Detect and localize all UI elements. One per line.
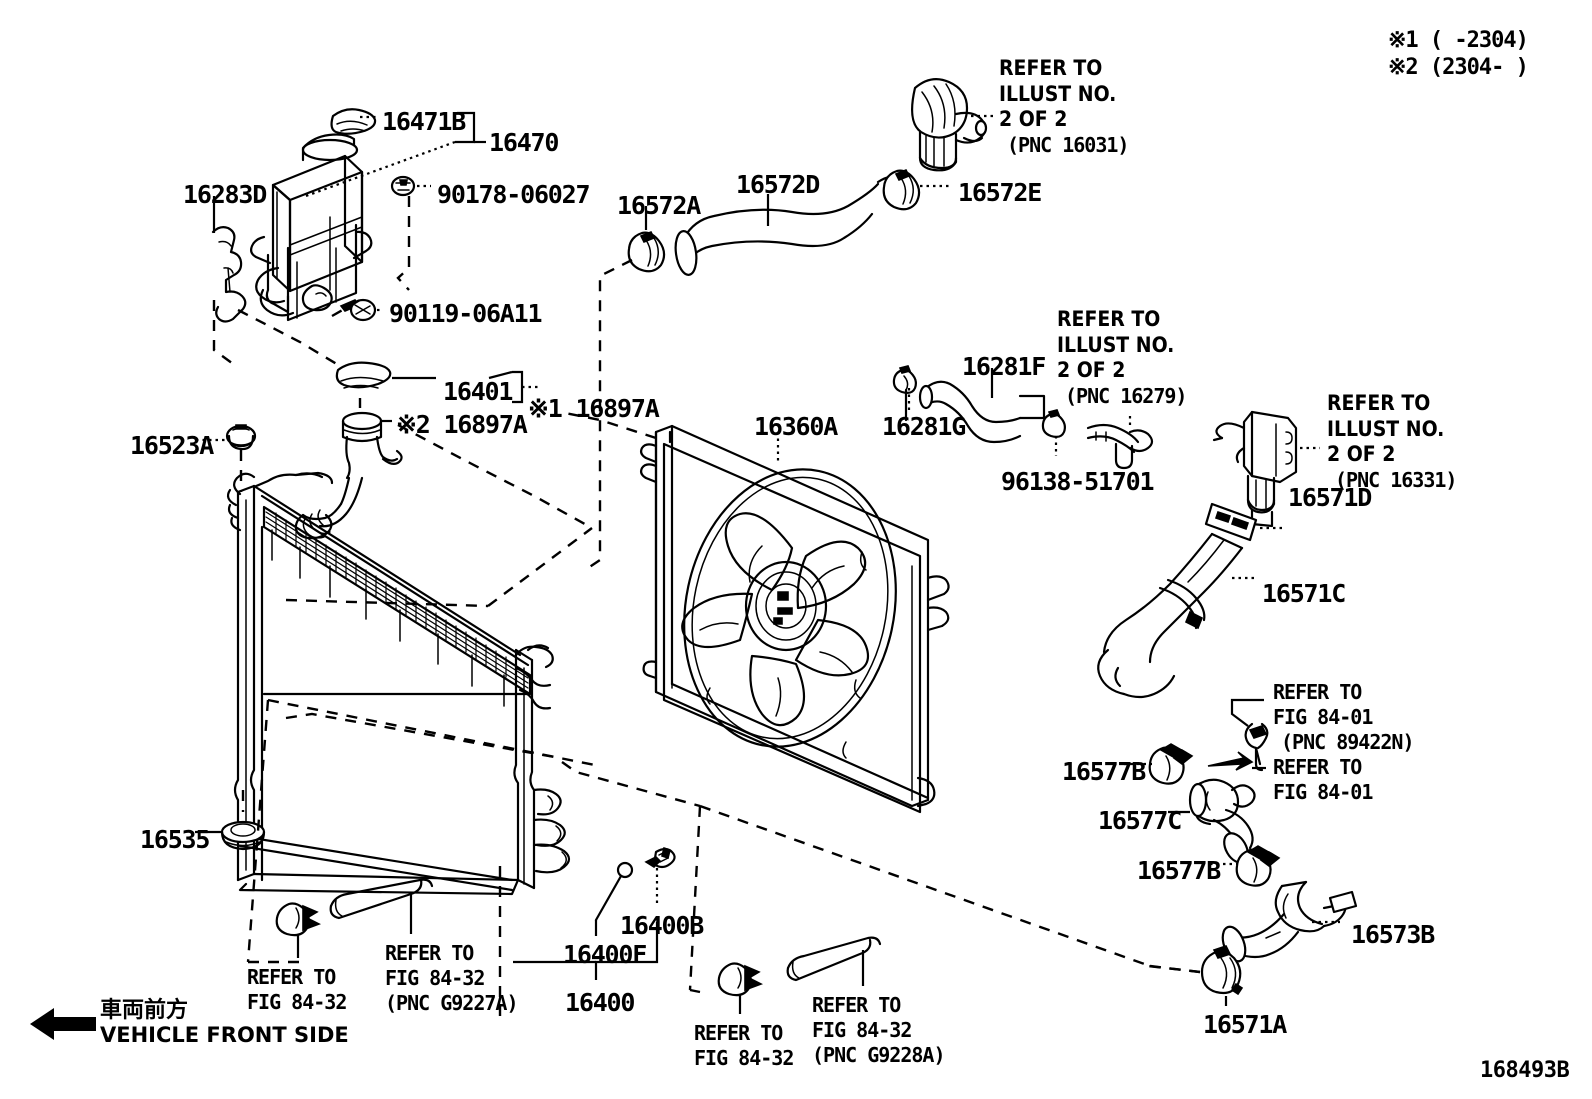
water-inlet-pipe-16577C <box>1188 778 1256 864</box>
reference-fig-84-01-89422N: REFER TO FIG 84-01 (PNC 89422N) <box>1273 680 1414 754</box>
part-label-16535: 16535 <box>140 825 210 854</box>
radiator-cap-art <box>196 361 593 540</box>
reference-fig-84-32-g9228a: REFER TO FIG 84-32 (PNC G9228A) <box>812 993 945 1067</box>
part-label-16400B: 16400B <box>620 911 704 940</box>
ref-line-3: 2 OF 2 <box>1327 442 1396 467</box>
hose-fig8432-g9228a <box>786 936 882 982</box>
reservoir-tank-art <box>211 108 486 374</box>
footnote-1: ※1 ( -2304) <box>1388 28 1529 53</box>
part-label-16400F: 16400F <box>563 940 647 969</box>
vehicle-front-arrow-icon <box>30 1008 96 1040</box>
ref-line-2: FIG 84-01 <box>1273 704 1373 729</box>
part-label-16897A-note2: ※2 16897A <box>396 410 528 439</box>
plug-16523A <box>225 424 257 451</box>
part-label-16572D: 16572D <box>736 170 820 199</box>
part-label-16281F: 16281F <box>962 352 1046 381</box>
part-label-16572E: 16572E <box>958 178 1042 207</box>
ref-line-2: ILLUST NO. <box>999 81 1117 106</box>
water-inlet-assembly-art <box>1097 410 1358 1006</box>
part-label-16897A-note1: ※1 16897A <box>528 394 660 423</box>
ref-line-3: 2 OF 2 <box>1057 358 1126 383</box>
ref-pnc: (PNC 89422N) <box>1281 729 1414 754</box>
footnote-2: ※2 (2304- ) <box>1388 55 1529 80</box>
ref-line-2: FIG 84-32 <box>694 1045 794 1070</box>
figure-id: 168493B <box>1480 1058 1570 1083</box>
reference-block-16031: REFER TO ILLUST NO. 2 OF 2 (PNC 16031) <box>999 56 1129 157</box>
ref-line-1: REFER TO <box>1057 307 1161 331</box>
part-label-90178-06027: 90178-06027 <box>437 180 591 209</box>
vehicle-front-side-note: 車両前方 VEHICLE FRONT SIDE <box>100 998 349 1047</box>
part-label-16577C: 16577C <box>1098 806 1182 835</box>
ref-line-2: ILLUST NO. <box>1327 416 1445 441</box>
bolt-90178 <box>390 175 416 197</box>
reference-fig-84-32-a: REFER TO FIG 84-32 <box>247 965 347 1015</box>
ref-line-2: FIG 84-32 <box>812 1017 912 1042</box>
clip-16400F <box>594 861 634 922</box>
bolt-90119 <box>339 298 377 322</box>
reference-block-16331: REFER TO ILLUST NO. 2 OF 2 (PNC 16331) <box>1327 391 1457 492</box>
part-label-16571D: 16571D <box>1288 483 1372 512</box>
ref-line-1: REFER TO <box>1273 755 1362 779</box>
part-label-16572A: 16572A <box>617 191 701 220</box>
part-label-96138-51701: 96138-51701 <box>1001 467 1155 496</box>
clamp-fig8432-a <box>275 902 321 937</box>
vehicle-front-side-en: VEHICLE FRONT SIDE <box>100 1023 349 1048</box>
ref-line-2: ILLUST NO. <box>1057 332 1175 357</box>
part-label-16571A: 16571A <box>1203 1010 1287 1039</box>
clamp-16577B-upper <box>1148 743 1194 785</box>
reference-fig-84-32-b: REFER TO FIG 84-32 <box>694 1021 794 1071</box>
ref-line-1: REFER TO <box>1273 680 1362 704</box>
part-label-16573B: 16573B <box>1351 920 1435 949</box>
hose-fig8432-g9227a <box>329 878 434 920</box>
ref-pnc: (PNC 16279) <box>1065 383 1187 408</box>
ref-line-1: REFER TO <box>812 993 901 1017</box>
ref-line-1: REFER TO <box>999 56 1103 80</box>
upper-hose-art <box>587 77 993 569</box>
reference-block-16279: REFER TO ILLUST NO. 2 OF 2 (PNC 16279) <box>1057 307 1187 408</box>
ref-line-2: FIG 84-01 <box>1273 779 1373 804</box>
part-label-16523A: 16523A <box>130 431 214 460</box>
fan-shroud-art <box>559 410 950 814</box>
sensor-16400B <box>644 846 676 869</box>
part-label-16401: 16401 <box>443 377 513 406</box>
part-label-16577B-upper: 16577B <box>1062 757 1146 786</box>
clamp-16571A <box>1200 945 1244 996</box>
ref-line-1: REFER TO <box>385 941 474 965</box>
ref-line-1: REFER TO <box>694 1021 783 1045</box>
reference-fig-84-32-g9227a: REFER TO FIG 84-32 (PNC G9227A) <box>385 941 518 1015</box>
ref-pnc: (PNC G9228A) <box>812 1042 945 1067</box>
ref-pnc: (PNC 16331) <box>1335 467 1457 492</box>
water-bypass-hose-art <box>892 365 1154 470</box>
thermostat-housing-16031 <box>910 77 988 172</box>
clamp-16572E <box>882 168 921 211</box>
radiator-core-art <box>195 471 1201 1016</box>
ref-line-1: REFER TO <box>1327 391 1431 415</box>
clamp-16571D <box>1204 502 1258 542</box>
part-label-16281G: 16281G <box>882 412 966 441</box>
part-label-16577B-lower: 16577B <box>1137 856 1221 885</box>
clamp-fig8432-b <box>717 962 763 997</box>
vehicle-front-side-jp: 車両前方 <box>100 998 189 1023</box>
hose-16573B <box>1221 880 1358 963</box>
water-bypass-pipe-16279 <box>1086 423 1154 470</box>
part-label-90119-06A11: 90119-06A11 <box>389 299 543 328</box>
clip-84-01-arrow <box>1207 751 1254 771</box>
reference-fig-84-01-b: REFER TO FIG 84-01 <box>1273 755 1373 805</box>
clamp-16577B-lower <box>1235 845 1281 887</box>
ref-pnc: (PNC G9227A) <box>385 990 518 1015</box>
cooling-fan-blades <box>681 512 870 727</box>
ref-line-2: FIG 84-32 <box>385 965 485 990</box>
part-label-16283D: 16283D <box>183 180 267 209</box>
part-label-16471B: 16471B <box>382 107 466 136</box>
ref-line-2: FIG 84-32 <box>247 989 347 1014</box>
part-label-16571C: 16571C <box>1262 579 1346 608</box>
ref-line-1: REFER TO <box>247 965 336 989</box>
part-label-16400: 16400 <box>565 988 635 1017</box>
ref-pnc: (PNC 16031) <box>1007 132 1129 157</box>
part-label-16360A: 16360A <box>754 412 838 441</box>
ref-line-3: 2 OF 2 <box>999 107 1068 132</box>
water-inlet-16331 <box>1212 410 1298 528</box>
part-label-16470: 16470 <box>489 128 559 157</box>
